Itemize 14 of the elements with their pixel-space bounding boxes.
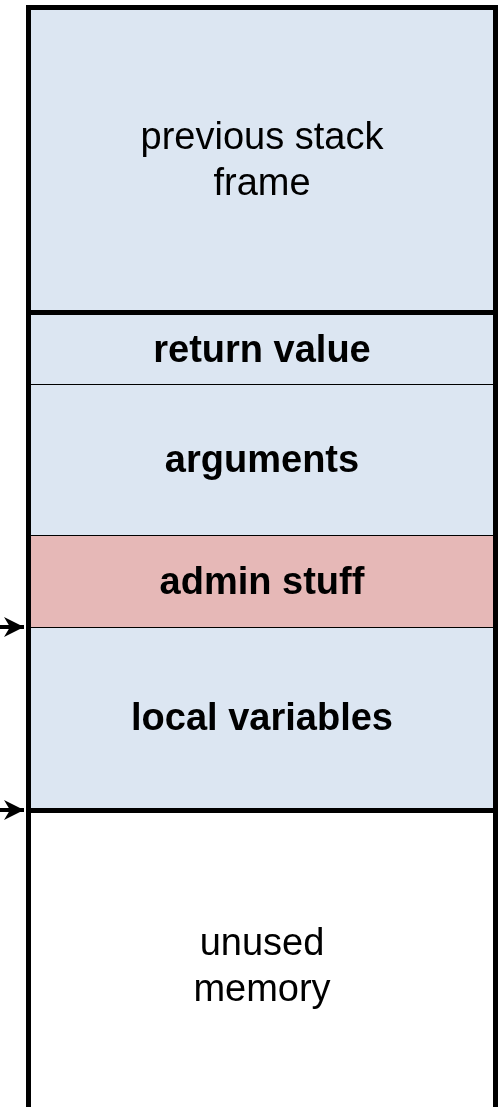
stack-slot [26, 384, 498, 535]
unused-memory-block [26, 808, 498, 1107]
slot-label: unused memory [192, 919, 332, 1011]
stack-slot [26, 535, 498, 627]
stack-frame-block [26, 5, 498, 310]
stack-slot [26, 310, 498, 384]
slot-label: arguments [164, 437, 360, 483]
slot-label: admin stuff [159, 558, 365, 604]
stack-slot [26, 627, 498, 808]
arrow [0, 617, 24, 637]
slot-label: return value [153, 326, 371, 372]
arrow [0, 800, 24, 820]
slot-label: local variables [131, 695, 393, 741]
slot-label: previous stack frame [139, 114, 385, 205]
